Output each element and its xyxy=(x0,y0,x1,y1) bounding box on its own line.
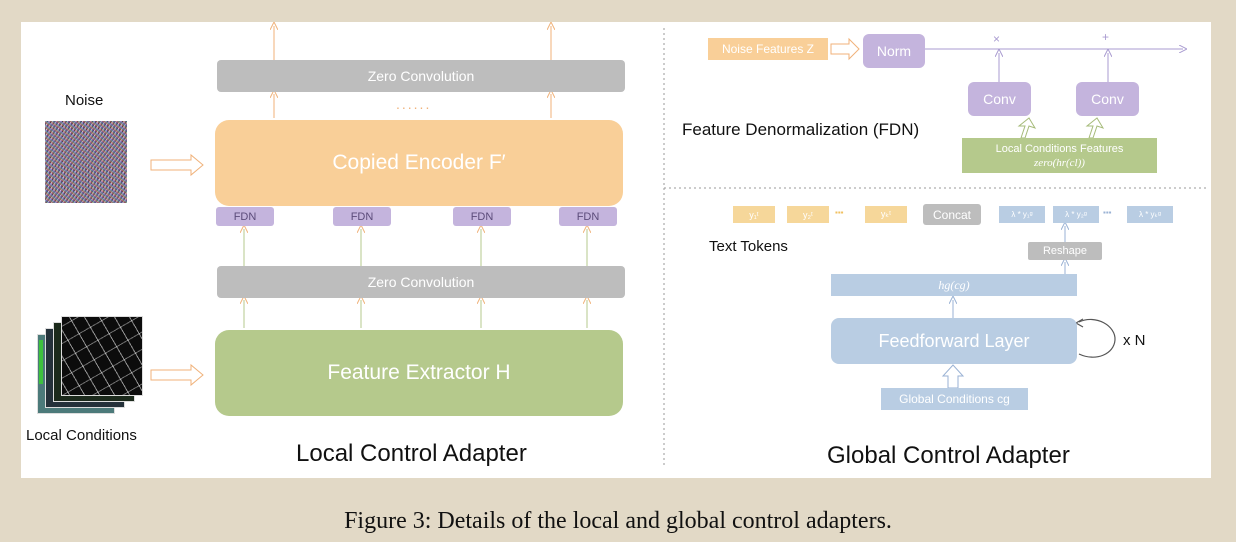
global-token-dots: ▪▪▪ xyxy=(1103,208,1112,217)
global-token-2: λ * y₂ᵍ xyxy=(1053,206,1099,223)
local-conditions-label: Local Conditions xyxy=(26,427,137,444)
conv-box-2: Conv xyxy=(1076,82,1139,116)
local-adapter-title: Local Control Adapter xyxy=(296,440,527,467)
text-token-dots: ▪▪▪ xyxy=(835,208,844,217)
norm-box: Norm xyxy=(863,34,925,68)
noise-image xyxy=(45,121,127,203)
concat-box: Concat xyxy=(923,204,981,225)
fdn-block-4: FDN xyxy=(559,207,617,226)
global-token-1: λ * y₁ᵍ xyxy=(999,206,1045,223)
feature-extractor: Feature Extractor H xyxy=(215,330,623,416)
fdn-block-2: FDN xyxy=(333,207,391,226)
plus-symbol: + xyxy=(1102,30,1110,44)
text-tokens-label: Text Tokens xyxy=(709,238,788,255)
noise-label: Noise xyxy=(65,92,104,109)
copied-encoder: Copied Encoder F′ xyxy=(215,120,623,206)
local-conditions-stack xyxy=(37,316,143,416)
text-token-1: y₁ᵗ xyxy=(733,206,775,223)
ellipsis: ...... xyxy=(396,96,432,112)
noise-features-box: Noise Features Z xyxy=(708,38,828,60)
hg-box: hg(cg) xyxy=(831,274,1077,296)
fdn-title: Feature Denormalization (FDN) xyxy=(682,120,920,139)
global-conditions-box: Global Conditions cg xyxy=(881,388,1028,410)
zero-convolution-bottom: Zero Convolution xyxy=(217,266,625,298)
zero-convolution-top: Zero Convolution xyxy=(217,60,625,92)
global-adapter-title: Global Control Adapter xyxy=(827,442,1070,469)
repeat-label: x N xyxy=(1123,332,1146,349)
fdn-block-1: FDN xyxy=(216,207,274,226)
text-token-2: y₂ᵗ xyxy=(787,206,829,223)
local-conditions-features-box: Local Conditions Features zero(hr(cl)) xyxy=(962,138,1157,173)
fdn-block-3: FDN xyxy=(453,207,511,226)
figure-panel: Zero Convolution ...... Copied Encoder F… xyxy=(21,22,1211,478)
global-token-k: λ * yₖᵍ xyxy=(1127,206,1173,223)
text-token-k: yₖᵗ xyxy=(865,206,907,223)
connector-lines xyxy=(150,22,1207,466)
local-features-line1: Local Conditions Features xyxy=(995,142,1124,155)
local-features-line2: zero(hr(cl)) xyxy=(1034,156,1085,169)
multiply-symbol: × xyxy=(993,32,1001,46)
figure-caption: Figure 3: Details of the local and globa… xyxy=(344,508,892,534)
reshape-box: Reshape xyxy=(1028,242,1102,260)
feedforward-layer: Feedforward Layer xyxy=(831,318,1077,364)
conv-box-1: Conv xyxy=(968,82,1031,116)
